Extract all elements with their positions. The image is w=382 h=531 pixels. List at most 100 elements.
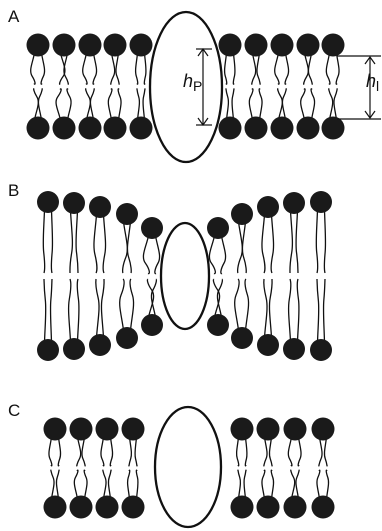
lipid-tail (111, 53, 115, 84)
lipid-tail (120, 279, 124, 330)
lipid-headgroup (312, 418, 335, 441)
lipid-headgroup (70, 418, 93, 441)
lipid-tail (291, 470, 295, 499)
lipid-headgroup (141, 217, 163, 239)
lipid-tail (34, 89, 39, 120)
lipid-headgroup (130, 117, 153, 140)
panel-label-a: A (8, 7, 19, 27)
lipid-tail (326, 53, 330, 84)
lipid-headgroup (27, 34, 50, 57)
lipid-headgroup (116, 327, 138, 349)
lipid-tail (329, 89, 333, 120)
lipid-tail (143, 236, 149, 274)
lipid-tail (136, 470, 138, 499)
lipid-headgroup (63, 338, 85, 360)
lipid-tail (209, 236, 215, 274)
lipid-thickness-symbol: h (366, 71, 376, 91)
lipid-tail (288, 437, 292, 466)
lipid-tail (94, 215, 97, 273)
lipid-headgroup (245, 34, 268, 57)
lipid-tail (308, 53, 312, 84)
lipid-tail (118, 89, 121, 120)
lipid-tail (264, 437, 267, 466)
lipid-tail (69, 279, 71, 341)
lipid-tail (143, 89, 145, 120)
lipid-tail (226, 89, 228, 120)
lipid-headgroup (63, 192, 85, 214)
lipid-tail (232, 89, 234, 120)
lipid-tail (289, 279, 291, 341)
lipid-tail (244, 470, 246, 499)
lipid-headgroup (96, 496, 119, 519)
lipid-headgroup (231, 327, 253, 349)
lipid-tail (137, 89, 139, 120)
lipid-headgroup (219, 34, 242, 57)
lipid-thickness-label: hl (366, 71, 379, 94)
lipid-tail (51, 470, 54, 499)
lipid-tail (285, 53, 289, 84)
lipid-tail (317, 279, 319, 342)
lipid-headgroup (257, 496, 280, 519)
lipid-tail (249, 89, 253, 120)
lipid-tail (74, 470, 78, 499)
lipid-tail (128, 470, 130, 499)
lipid-tail (296, 211, 298, 273)
lipid-tail (262, 470, 265, 499)
lipid-tail (304, 53, 309, 84)
membrane-protein (161, 223, 209, 329)
lipid-tail (56, 470, 59, 499)
lipid-tail (264, 279, 267, 337)
lipid-headgroup (297, 34, 320, 57)
lipid-tail (262, 215, 265, 273)
lipid-headgroup (219, 117, 242, 140)
lipid-headgroup (130, 34, 153, 57)
lipid-headgroup (271, 117, 294, 140)
lipid-tail (257, 53, 260, 84)
lipid-tail (271, 215, 273, 273)
lipid-tail (103, 215, 105, 273)
lipid-tail (44, 279, 46, 342)
lipid-tail (317, 470, 320, 499)
lipid-tail (237, 437, 239, 466)
lipid-tail (298, 437, 301, 466)
lipid-tail (136, 53, 138, 84)
lipid-tail (296, 470, 299, 499)
lipid-tail (101, 279, 104, 337)
lipid-headgroup (231, 496, 254, 519)
lipid-headgroup (79, 34, 102, 57)
lipid-tail (83, 53, 87, 84)
lipid-tail (269, 279, 272, 337)
lipid-tail (326, 470, 328, 499)
lipid-tail (238, 222, 243, 273)
lipid-tail (324, 437, 327, 466)
lipid-tail (50, 279, 52, 342)
lipid-tail (233, 53, 235, 84)
lipid-headgroup (89, 196, 111, 218)
lipid-tail (130, 279, 134, 330)
lipid-tail (213, 279, 219, 317)
lipid-headgroup (310, 191, 332, 213)
lipid-headgroup (116, 203, 138, 225)
lipid-tail (116, 53, 119, 84)
lipid-headgroup (79, 117, 102, 140)
lipid-tail (127, 222, 131, 273)
thickness-dimension-markers (196, 49, 381, 125)
lipid-headgroup (70, 496, 93, 519)
lipid-tail (155, 236, 160, 274)
lipid-tail (282, 89, 286, 120)
lipid-tail (242, 222, 246, 273)
lipid-tail (336, 53, 339, 84)
lipid-headgroup (37, 339, 59, 361)
lipid-headgroup (37, 191, 59, 213)
lipid-tail (103, 470, 106, 499)
lipid-tail (334, 89, 337, 120)
lipid-tail (70, 211, 72, 273)
lipid-tail (58, 437, 60, 466)
lipid-headgroup (283, 338, 305, 360)
lipid-tail (245, 437, 247, 466)
lipid-headgroup (44, 418, 67, 441)
lipid-tail (90, 89, 94, 120)
lipid-tail (108, 89, 112, 120)
lipid-tail (316, 210, 317, 273)
lipid-headgroup (122, 418, 145, 441)
